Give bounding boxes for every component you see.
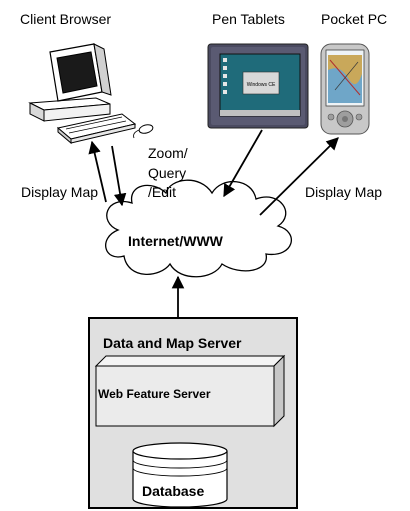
tablet-screen-text: Windows CE (247, 82, 276, 88)
web-feature-server-box (94, 354, 286, 428)
web-feature-server-label: Web Feature Server (98, 387, 211, 401)
cloud-icon (105, 179, 292, 278)
zoom-label-line3: /Edit (148, 184, 176, 200)
server-title: Data and Map Server (103, 335, 242, 351)
pen-tablets-label: Pen Tablets (212, 11, 285, 27)
database-label: Database (142, 483, 204, 499)
zoom-label-line2: Query (148, 165, 186, 181)
client-browser-label: Client Browser (20, 11, 111, 27)
pocket-pc-arrow (259, 137, 339, 216)
zoom-label-line1: Zoom/ (148, 145, 188, 161)
desktop-computer-icon (28, 43, 154, 145)
display-map-left-arrow (88, 140, 107, 203)
zoom-query-edit-arrow (111, 145, 127, 207)
display-map-right-label: Display Map (305, 184, 382, 200)
internet-label: Internet/WWW (128, 233, 224, 249)
pocket-pc-icon (320, 43, 370, 135)
display-map-left-label: Display Map (21, 184, 98, 200)
pocket-pc-label: Pocket PC (321, 11, 387, 27)
database-icon (132, 442, 228, 508)
pen-tablet-arrow (223, 129, 263, 198)
pen-tablet-icon: Windows CE (207, 43, 309, 129)
